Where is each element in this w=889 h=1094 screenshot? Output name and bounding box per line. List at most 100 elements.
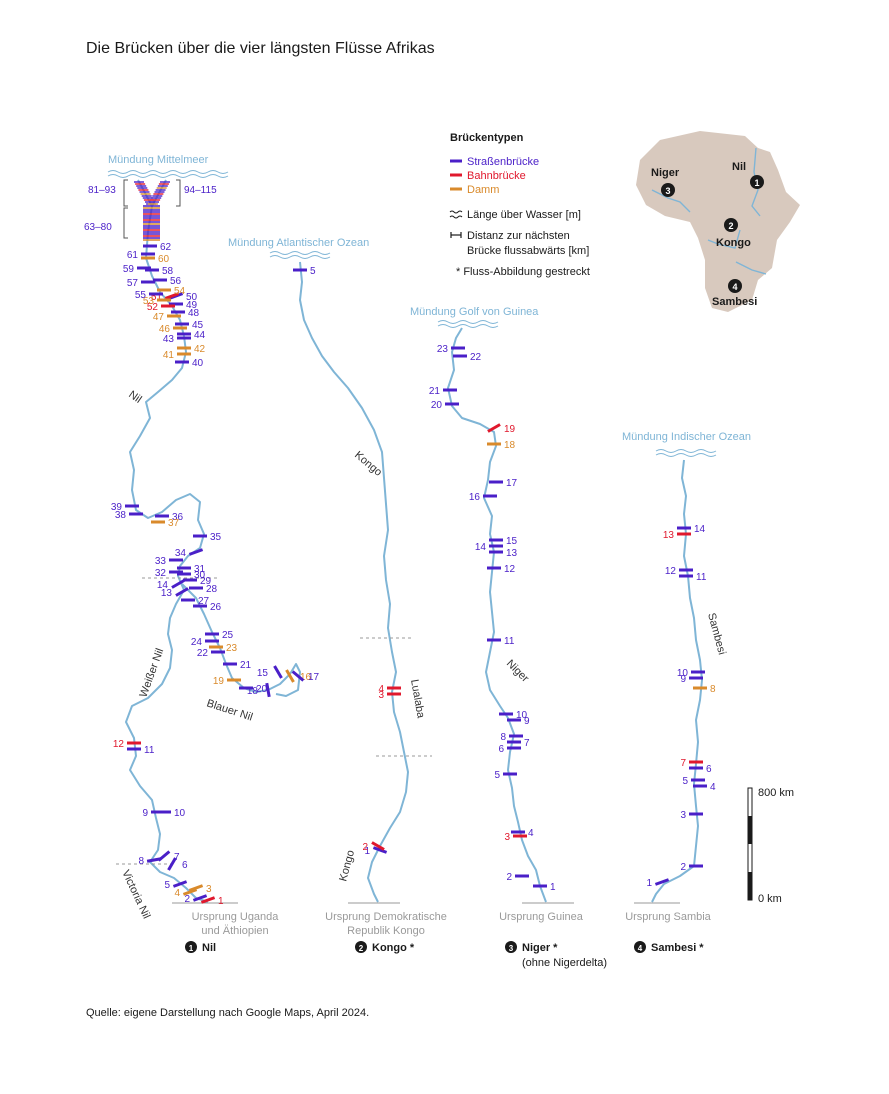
congo-origin-line2: Republik Kongo bbox=[347, 925, 425, 937]
nile-bridge-45: 45 bbox=[175, 320, 204, 331]
bridge-number: 14 bbox=[694, 524, 706, 535]
mouth-waves bbox=[107, 170, 717, 457]
nile-bridge-16: 16 bbox=[285, 669, 312, 683]
bridge-mark bbox=[175, 587, 189, 597]
nile-group-brackets bbox=[123, 179, 181, 239]
nile-bridge-3: 3 bbox=[188, 884, 212, 895]
legend-road: Straßenbrücke bbox=[467, 156, 539, 168]
congo-bridge-4: 4 bbox=[378, 684, 401, 695]
niger-bridge-14: 14 bbox=[475, 542, 503, 553]
bridge-number: 58 bbox=[162, 266, 174, 277]
svg-text:1: 1 bbox=[189, 944, 194, 953]
nile-bridge-14: 14 bbox=[157, 579, 185, 591]
bridge-number: 1 bbox=[550, 882, 556, 893]
zambezi-bridge-5: 5 bbox=[682, 776, 705, 787]
bridge-number: 19 bbox=[504, 424, 516, 435]
nile-bridge-44: 44 bbox=[177, 330, 206, 341]
bridge-number: 35 bbox=[210, 532, 222, 543]
svg-text:Niger *: Niger * bbox=[522, 942, 558, 954]
bridge-number: 8 bbox=[500, 732, 506, 743]
bridge-number: 40 bbox=[192, 358, 204, 369]
bridge-number: 4 bbox=[528, 828, 534, 839]
nile-bridge-24: 24 bbox=[191, 637, 219, 648]
nile-bridge-17: 17 bbox=[291, 670, 320, 683]
bridge-mark bbox=[273, 665, 283, 679]
bridge-mark bbox=[265, 682, 271, 698]
niger-bridge-6: 6 bbox=[498, 744, 521, 755]
bridge-mark bbox=[291, 670, 305, 682]
nile-bridge-32: 32 bbox=[155, 568, 183, 579]
bridge-number: 12 bbox=[504, 564, 516, 575]
inset-marker-2 bbox=[724, 218, 738, 232]
nile-bridge-13: 13 bbox=[161, 587, 189, 599]
nile-bridge-10: 10 bbox=[157, 808, 186, 819]
niger-bridge-15: 15 bbox=[489, 536, 518, 547]
bridge-number: 43 bbox=[163, 334, 175, 345]
svg-text:4: 4 bbox=[638, 944, 643, 953]
niger-bridge-17: 17 bbox=[489, 478, 518, 489]
lualaba-label: Lualaba bbox=[408, 678, 427, 720]
nile-bridge-6: 6 bbox=[167, 857, 188, 871]
nile-bridge-41: 41 bbox=[163, 350, 191, 361]
niger-bridge-9: 9 bbox=[507, 716, 530, 727]
bridge-number: 7 bbox=[524, 738, 530, 749]
svg-text:Sambesi *: Sambesi * bbox=[651, 942, 704, 954]
nile-bridge-4: 4 bbox=[174, 888, 198, 899]
bridge-number: 8 bbox=[710, 684, 716, 695]
bridge-number: 53 bbox=[143, 296, 155, 307]
nile-bridge-22: 22 bbox=[197, 648, 225, 659]
congo-bridge-2: 2 bbox=[362, 841, 385, 853]
bridge-number: 22 bbox=[197, 648, 209, 659]
bridge-mark bbox=[200, 896, 216, 904]
zambezi-bridge-6: 6 bbox=[689, 764, 712, 775]
niger-bridge-4: 4 bbox=[511, 828, 534, 839]
bridge-number: 1 bbox=[364, 846, 370, 857]
distance-icon bbox=[450, 232, 462, 238]
niger-bridge-8: 8 bbox=[500, 732, 523, 743]
bridge-number: 46 bbox=[159, 324, 171, 335]
zambezi-bridge-10: 10 bbox=[677, 668, 705, 679]
nile-bridge-59: 59 bbox=[123, 264, 151, 275]
niger-mouth-label: Mündung Golf von Guinea bbox=[410, 306, 539, 318]
bridge-number: 27 bbox=[198, 596, 210, 607]
bridge-number: 9 bbox=[524, 716, 530, 727]
bridge-number: 6 bbox=[706, 764, 712, 775]
zambezi-bridge-14: 14 bbox=[677, 524, 706, 535]
nile-bridge-33: 33 bbox=[155, 556, 183, 567]
niger-bridge-1: 1 bbox=[533, 882, 556, 893]
svg-text:2: 2 bbox=[728, 221, 733, 231]
nile-bridge-58: 58 bbox=[145, 266, 174, 277]
bridge-mark bbox=[372, 846, 388, 854]
nile-bridge-28: 28 bbox=[189, 584, 218, 595]
zambezi-bridge-2: 2 bbox=[680, 862, 703, 873]
zambezi-label: Sambesi bbox=[705, 612, 728, 656]
bridge-number: 18 bbox=[504, 440, 516, 451]
inset-kongo bbox=[707, 229, 741, 249]
nile-bridge-12: 12 bbox=[113, 739, 141, 750]
bridge-mark bbox=[172, 880, 188, 888]
bridge-number: 25 bbox=[222, 630, 234, 641]
nile-bridge-38: 38 bbox=[115, 510, 143, 521]
nile-bridge-27: 27 bbox=[181, 596, 210, 607]
nile-bridge-26: 26 bbox=[193, 602, 222, 613]
bridge-number: 13 bbox=[506, 548, 518, 559]
scale-bar: 800 km 0 km bbox=[747, 787, 794, 905]
bridge-mark bbox=[487, 423, 501, 433]
nile-bridge-42: 42 bbox=[177, 344, 206, 355]
nile-bridge-25: 25 bbox=[205, 630, 234, 641]
bridge-number: 57 bbox=[127, 278, 139, 289]
zambezi-mouth-label: Mündung Indischer Ozean bbox=[622, 431, 751, 443]
nile-bridge-15: 15 bbox=[257, 665, 283, 679]
inset-marker-4 bbox=[728, 279, 742, 293]
nile-bridge-21: 21 bbox=[223, 660, 252, 671]
bridge-mark bbox=[654, 878, 670, 886]
nile-bridge-54: 54 bbox=[157, 286, 186, 297]
nile-origin-line1: Ursprung Uganda bbox=[192, 911, 280, 923]
nile-group-81-93: 81–93 bbox=[88, 185, 116, 196]
inset-nile bbox=[751, 147, 761, 217]
nile-bridge-5: 5 bbox=[164, 880, 188, 891]
bridge-number: 23 bbox=[437, 344, 449, 355]
bridge-number: 7 bbox=[174, 852, 180, 863]
caption-nile: 1 Nil bbox=[185, 941, 216, 954]
